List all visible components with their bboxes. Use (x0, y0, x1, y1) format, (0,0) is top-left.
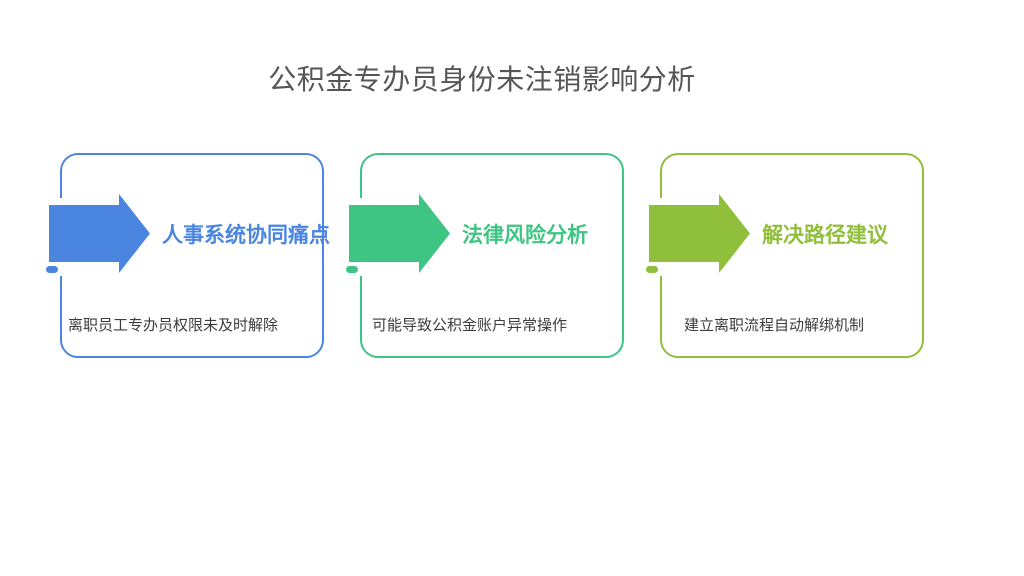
arrow-tail-dash (646, 266, 658, 273)
arrow-tail-dash (346, 266, 358, 273)
card-hr-system-pain: 人事系统协同痛点 离职员工专办员权限未及时解除 (40, 150, 360, 365)
card-description: 建立离职流程自动解绑机制 (684, 317, 865, 334)
right-arrow-icon (349, 194, 450, 273)
card-heading: 法律风险分析 (462, 224, 588, 247)
card-description: 离职员工专办员权限未及时解除 (68, 317, 279, 334)
right-arrow-icon (649, 194, 750, 273)
card-description: 可能导致公积金账户异常操作 (372, 317, 568, 334)
card-solution-path: 解决路径建议 建立离职流程自动解绑机制 (640, 150, 960, 365)
card-heading: 人事系统协同痛点 (162, 224, 330, 247)
slide-title: 公积金专办员身份未注销影响分析 (268, 64, 696, 95)
right-arrow-icon (49, 194, 150, 273)
card-heading: 解决路径建议 (762, 224, 888, 247)
arrow-tail-dash (46, 266, 58, 273)
card-legal-risk: 法律风险分析 可能导致公积金账户异常操作 (340, 150, 660, 365)
